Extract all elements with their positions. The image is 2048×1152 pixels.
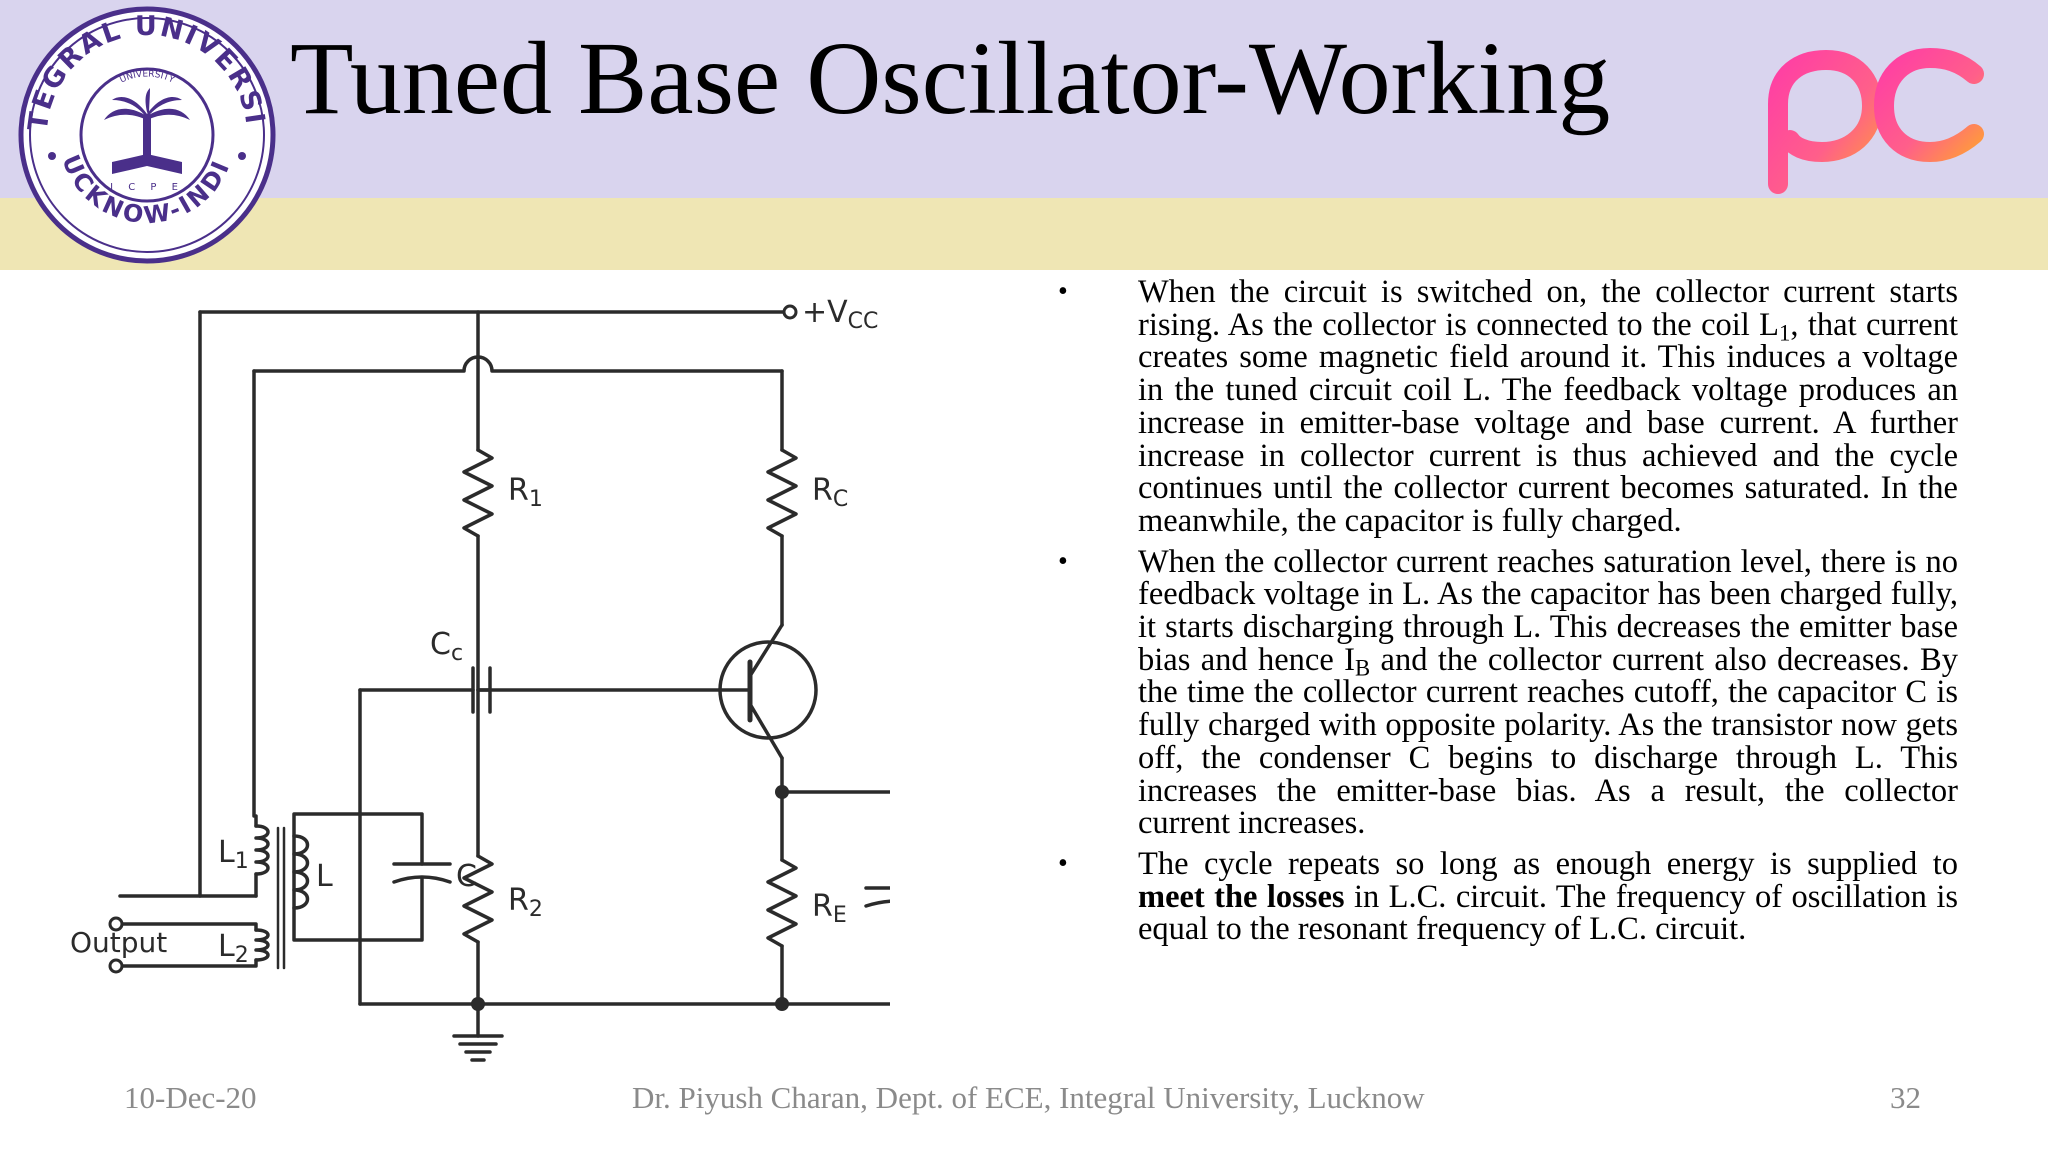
bullet-point: When the collector current reaches satur… xyxy=(1058,545,1958,840)
output-terminal-bottom xyxy=(108,958,124,974)
inductor-l xyxy=(292,834,310,910)
footer-date: 10-Dec-20 xyxy=(124,1080,257,1115)
bullet-point: The cycle repeats so long as enough ener… xyxy=(1058,848,1958,946)
slide-title: Tuned Base Oscillator-Working xyxy=(290,21,1611,136)
emphasis-text: meet the losses xyxy=(1138,878,1345,915)
resistor-r2 xyxy=(462,854,494,944)
rc-label: RC xyxy=(812,473,848,512)
vcc-label: +VCC xyxy=(802,295,878,334)
vcc-left-rail xyxy=(198,310,258,898)
l2-label: L2 xyxy=(218,929,249,968)
r1-label: R1 xyxy=(508,473,543,512)
svg-text:I C P E: I C P E xyxy=(110,182,184,193)
r2-label: R2 xyxy=(508,883,543,922)
pc-logo xyxy=(1768,47,1984,194)
slide-number: 32 xyxy=(1890,1080,1921,1115)
inductor-l1 xyxy=(254,824,270,876)
resistor-rc xyxy=(766,448,798,538)
resistor-r1 xyxy=(462,448,494,538)
re-label: RE xyxy=(812,889,847,928)
inductor-l2 xyxy=(254,928,270,962)
ground-symbol xyxy=(452,1034,504,1062)
l-label: L xyxy=(316,859,333,894)
cc-label: Cc xyxy=(430,627,463,666)
header-accent-strip xyxy=(0,198,2048,270)
bullet-point: When the circuit is switched on, the col… xyxy=(1058,276,1958,538)
c-label: C xyxy=(456,859,477,894)
vcc-terminal xyxy=(782,304,798,320)
output-terminal-top xyxy=(108,916,124,932)
university-seal-logo: INTEGRAL UNIVERSITY LUCKNOW-INDIA UNIVER… xyxy=(12,4,276,264)
l1-label: L1 xyxy=(218,835,249,874)
explanation-bullet-list: When the circuit is switched on, the col… xyxy=(1058,276,1958,946)
header-band xyxy=(0,0,2048,198)
resistor-re xyxy=(766,858,798,948)
output-label: Output xyxy=(70,926,167,959)
footer-author: Dr. Piyush Charan, Dept. of ECE, Integra… xyxy=(632,1080,1425,1115)
tuned-base-oscillator-circuit: +VCC R1 RC Cc L1 L C L2 Output R2 RE CE xyxy=(70,295,890,1062)
